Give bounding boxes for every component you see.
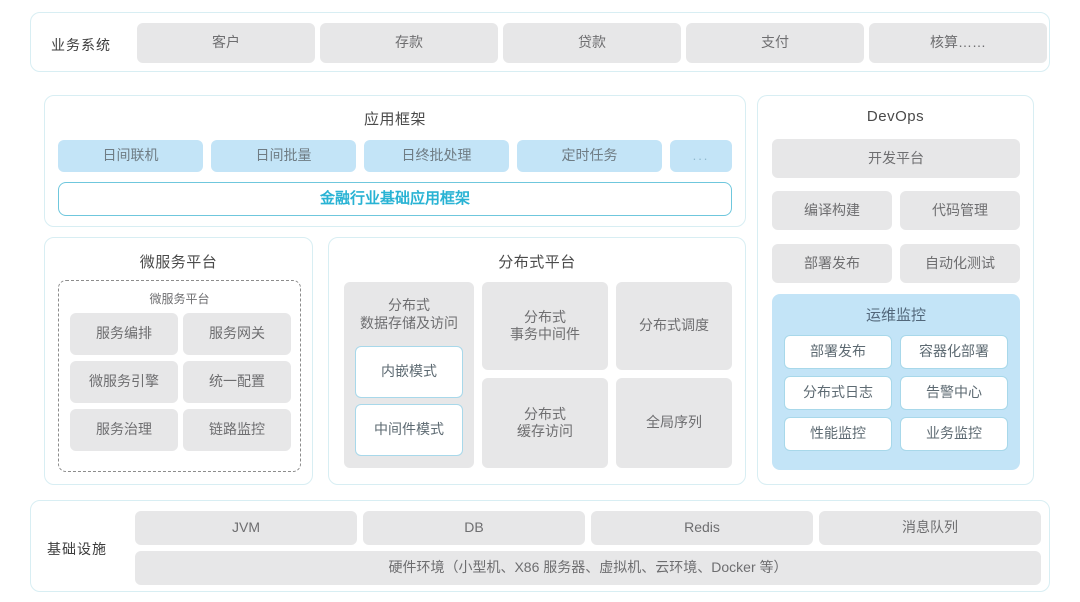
app-framework-item-scheduled-task[interactable]: 定时任务: [517, 140, 662, 172]
micro-service-inner-group: 微服务平台 服务编排 服务网关 微服务引擎 统一配置 服务治理 链路监控: [58, 280, 301, 472]
financial-base-framework[interactable]: 金融行业基础应用框架: [58, 182, 732, 216]
devops-panel: DevOps 开发平台 编译构建 代码管理 部署发布 自动化测试 运维监控 部署…: [757, 95, 1034, 485]
app-framework-item-daytime-batch[interactable]: 日间批量: [211, 140, 356, 172]
distributed-panel: 分布式平台 分布式 数据存储及访问 内嵌模式 中间件模式 分布式 事务中间件 分…: [328, 237, 746, 485]
infrastructure-item-db[interactable]: DB: [363, 511, 585, 545]
ops-monitor-item-alert-center[interactable]: 告警中心: [900, 376, 1008, 410]
micro-service-item-engine[interactable]: 微服务引擎: [70, 361, 178, 403]
app-framework-panel: 应用框架 日间联机 日间批量 日终批处理 定时任务 ... 金融行业基础应用框架: [44, 95, 746, 227]
app-framework-item-more[interactable]: ...: [670, 140, 732, 172]
business-item-customer[interactable]: 客户: [137, 23, 315, 63]
app-framework-item-eod-batch[interactable]: 日终批处理: [364, 140, 509, 172]
distributed-storage-group: 分布式 数据存储及访问 内嵌模式 中间件模式: [344, 282, 474, 468]
micro-service-item-orchestration[interactable]: 服务编排: [70, 313, 178, 355]
micro-service-item-trace-monitor[interactable]: 链路监控: [183, 409, 291, 451]
distributed-storage-title: 分布式 数据存储及访问: [360, 297, 458, 332]
distributed-item-transaction-middleware[interactable]: 分布式 事务中间件: [482, 282, 608, 370]
micro-service-item-unified-config[interactable]: 统一配置: [183, 361, 291, 403]
infrastructure-item-redis[interactable]: Redis: [591, 511, 813, 545]
ops-monitor-title: 运维监控: [865, 307, 926, 324]
micro-service-inner-title: 微服务平台: [149, 292, 210, 306]
infrastructure-item-jvm[interactable]: JVM: [135, 511, 357, 545]
business-item-deposit[interactable]: 存款: [320, 23, 498, 63]
app-framework-title: 应用框架: [363, 111, 426, 128]
business-system-panel: 业务系统 客户 存款 贷款 支付 核算……: [30, 12, 1050, 72]
ops-monitor-item-performance-monitor[interactable]: 性能监控: [784, 417, 892, 451]
ops-monitor-item-business-monitor[interactable]: 业务监控: [900, 417, 1008, 451]
ops-monitor-item-deploy-release[interactable]: 部署发布: [784, 335, 892, 369]
ops-monitor-item-containerized-deploy[interactable]: 容器化部署: [900, 335, 1008, 369]
infrastructure-item-message-queue[interactable]: 消息队列: [819, 511, 1041, 545]
devops-item-dev-platform[interactable]: 开发平台: [772, 139, 1020, 178]
ops-monitor-group: 运维监控 部署发布 容器化部署 分布式日志 告警中心 性能监控 业务监控: [772, 294, 1020, 470]
infrastructure-hardware-environment[interactable]: 硬件环境（小型机、X86 服务器、虚拟机、云环境、Docker 等）: [135, 551, 1041, 585]
business-item-payment[interactable]: 支付: [686, 23, 864, 63]
devops-item-deploy-release[interactable]: 部署发布: [772, 244, 892, 283]
devops-item-automated-test[interactable]: 自动化测试: [900, 244, 1020, 283]
distributed-item-global-sequence[interactable]: 全局序列: [616, 378, 732, 468]
business-item-loan[interactable]: 贷款: [503, 23, 681, 63]
infrastructure-label: 基础设施: [47, 541, 107, 557]
ops-monitor-item-distributed-log[interactable]: 分布式日志: [784, 376, 892, 410]
distributed-title: 分布式平台: [498, 254, 576, 271]
distributed-item-scheduling[interactable]: 分布式调度: [616, 282, 732, 370]
business-system-label: 业务系统: [51, 37, 111, 53]
micro-service-item-gateway[interactable]: 服务网关: [183, 313, 291, 355]
app-framework-item-daytime-online[interactable]: 日间联机: [58, 140, 203, 172]
infrastructure-panel: 基础设施 JVM DB Redis 消息队列 硬件环境（小型机、X86 服务器、…: [30, 500, 1050, 592]
business-item-accounting[interactable]: 核算……: [869, 23, 1047, 63]
distributed-mode-middleware[interactable]: 中间件模式: [355, 404, 463, 456]
devops-item-code-management[interactable]: 代码管理: [900, 191, 1020, 230]
devops-title: DevOps: [866, 108, 925, 125]
devops-item-compile-build[interactable]: 编译构建: [772, 191, 892, 230]
micro-service-title: 微服务平台: [139, 254, 218, 271]
distributed-item-cache-access[interactable]: 分布式 缓存访问: [482, 378, 608, 468]
micro-service-item-governance[interactable]: 服务治理: [70, 409, 178, 451]
distributed-mode-embedded[interactable]: 内嵌模式: [355, 346, 463, 398]
micro-service-panel: 微服务平台 微服务平台 服务编排 服务网关 微服务引擎 统一配置 服务治理 链路…: [44, 237, 313, 485]
